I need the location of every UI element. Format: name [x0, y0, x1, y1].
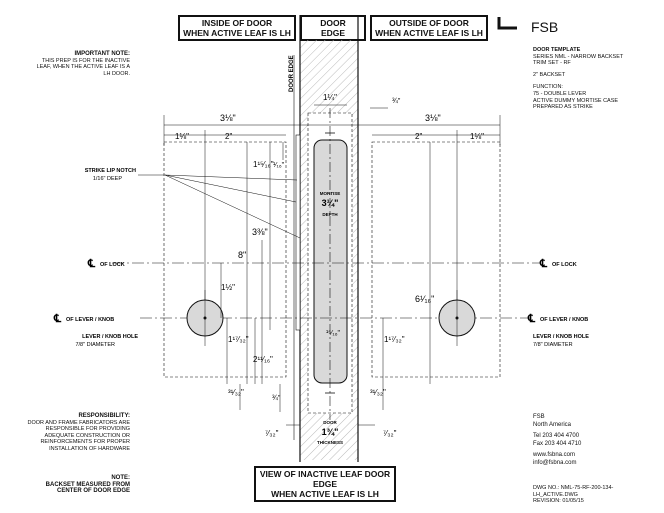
one-eighth-left-dim: 1⅛" — [175, 132, 189, 141]
three-quarter-dim: ¾" — [392, 98, 401, 105]
revision: REVISION: 01/05/15 — [533, 498, 584, 505]
left-panel-outline — [163, 141, 287, 378]
function-line1: 75 - DOUBLE LEVER — [533, 90, 587, 97]
cl-lever-symbol-right: ℄ — [527, 313, 536, 325]
company-web: www.fsbna.com — [533, 452, 576, 458]
company-region: North America — [533, 422, 572, 428]
fifteen-sixteenths-dim: ¹⁵⁄₁₆" — [326, 330, 341, 337]
six-1-16-dim: 6¹⁄₁₆" — [415, 294, 434, 304]
one-half-dim: 1½" — [221, 283, 235, 292]
lever-diam-right-label: 7/8" DIAMETER — [533, 342, 573, 348]
responsibility-heading: RESPONSIBILITY: — [78, 413, 130, 419]
drawing-info: DWG NO.: NML-75-RF-200-134-LH_ACTIVE.DWG… — [533, 485, 658, 505]
mortise-depth-dim: 3¼" — [322, 198, 339, 208]
thickness-label: THICKNESS — [317, 440, 343, 445]
door-edge-title: DOOR EDGE — [300, 15, 366, 41]
backset-note-heading: NOTE: — [111, 475, 130, 481]
one-17-32-right-dim: 1¹⁷⁄₃₂" — [384, 335, 405, 344]
company-name: FSB — [533, 414, 545, 420]
strike-lip-notch — [295, 134, 301, 331]
backset-note-line1: BACKSET MEASURED FROM — [45, 481, 130, 488]
lever-diam-left-label: 7/8" DIAMETER — [75, 342, 115, 348]
function-label: FUNCTION: — [533, 84, 563, 91]
function-line2: ACTIVE DUMMY MORTISE CASE — [533, 97, 619, 104]
important-note: IMPORTANT NOTE: THIS PREP IS FOR THE INA… — [30, 51, 130, 77]
fsb-logo-icon — [497, 17, 519, 31]
template-backset: 2" BACKSET — [533, 71, 566, 78]
strike-depth-label: 1/16" DEEP — [93, 176, 122, 182]
strike-depth-dim: ¹⁄₁₆" — [273, 162, 285, 169]
three-three-eighths-dim: 3⅜" — [252, 227, 268, 237]
two-inch-left-dim: 2" — [225, 132, 232, 141]
backset-left-dim: 3⅛" — [220, 113, 236, 123]
important-note-heading: IMPORTANT NOTE: — [74, 51, 130, 57]
right-panel-outline — [371, 141, 501, 378]
company-tel: Tel 203 404 4700 — [533, 433, 580, 439]
template-line2: SERIES NML - NARROW BACKSET — [533, 53, 624, 60]
mortise-pocket — [313, 139, 348, 384]
cl-lever-symbol: ℄ — [53, 313, 62, 325]
door-edge-vertical-label: DOOR EDGE — [289, 55, 295, 92]
template-line1: DOOR TEMPLATE — [533, 47, 581, 53]
depth-label: DEPTH — [322, 212, 337, 217]
backset-note-line2: CENTER OF DOOR EDGE — [56, 488, 130, 495]
thirty-one-32-right-dim: ³¹⁄₃₂" — [370, 388, 386, 397]
three-quarter-bottom-dim: ¾" — [272, 395, 281, 402]
template-line3: TRIM SET - RF — [533, 60, 571, 67]
two-inch-right-dim: 2" — [415, 132, 422, 141]
one-17-32-left-dim: 1¹⁷⁄₃₂" — [228, 335, 249, 344]
backset-right-dim: 3⅛" — [425, 113, 441, 123]
door-label: DOOR — [323, 420, 337, 425]
strike-lip-label: STRIKE LIP NOTCH — [85, 168, 136, 174]
two-11-16-dim: 2¹¹⁄₁₆" — [253, 355, 273, 364]
company-email: info@fsbna.com — [533, 460, 577, 466]
cl-lever-right-label: OF LEVER / KNOB — [540, 317, 588, 323]
company-info: FSB North America Tel 203 404 4700 Fax 2… — [533, 413, 643, 467]
cl-lever-left-label: OF LEVER / KNOB — [66, 317, 114, 323]
backset-note: NOTE: BACKSET MEASURED FROM CENTER OF DO… — [22, 475, 130, 495]
outside-title: OUTSIDE OF DOOR WHEN ACTIVE LEAF IS LH — [370, 15, 488, 41]
important-note-text: THIS PREP IS FOR THE INACTIVE LEAF, WHEN… — [36, 57, 130, 77]
seven-32-left-dim: ⁷⁄₃₂" — [265, 429, 279, 438]
function-line3: PREPARED AS STRIKE — [533, 104, 593, 111]
lever-hole-right-label: LEVER / KNOB HOLE — [533, 334, 589, 340]
responsibility-note: RESPONSIBILITY: DOOR AND FRAME FABRICATO… — [22, 413, 130, 453]
mortise-label: MORTISE — [320, 191, 341, 196]
inside-title: INSIDE OF DOOR WHEN ACTIVE LEAF IS LH — [178, 15, 296, 41]
cl-lock-symbol: ℄ — [87, 258, 96, 270]
responsibility-text: DOOR AND FRAME FABRICATORS ARE RESPONSIB… — [27, 419, 130, 452]
thirty-one-32-left-dim: ³¹⁄₃₂" — [228, 388, 244, 397]
brand-name: FSB — [531, 19, 559, 35]
one-eighth-right-dim: 1⅛" — [470, 132, 484, 141]
bottom-view-title: VIEW OF INACTIVE LEAF DOOR EDGE WHEN ACT… — [254, 466, 396, 502]
seven-32-right-dim: ⁷⁄₃₂" — [383, 429, 397, 438]
strike-width-dim: 1¹⁵⁄₁₆" — [253, 160, 274, 169]
cl-lock-right-label: OF LOCK — [552, 262, 577, 268]
dwg-number: DWG NO.: NML-75-RF-200-134-LH_ACTIVE.DWG — [533, 485, 614, 498]
company-fax: Fax 203 404 4710 — [533, 441, 582, 447]
cl-lock-symbol-right: ℄ — [539, 258, 548, 270]
cl-lock-left-label: OF LOCK — [100, 262, 125, 268]
one-quarter-dim: 1¼" — [323, 93, 337, 102]
door-thickness-dim: 1¾" — [322, 427, 339, 437]
template-info: DOOR TEMPLATE SERIES NML - NARROW BACKSE… — [533, 47, 653, 111]
eight-inch-dim: 8" — [238, 250, 246, 260]
lever-hole-left-label: LEVER / KNOB HOLE — [82, 334, 138, 340]
